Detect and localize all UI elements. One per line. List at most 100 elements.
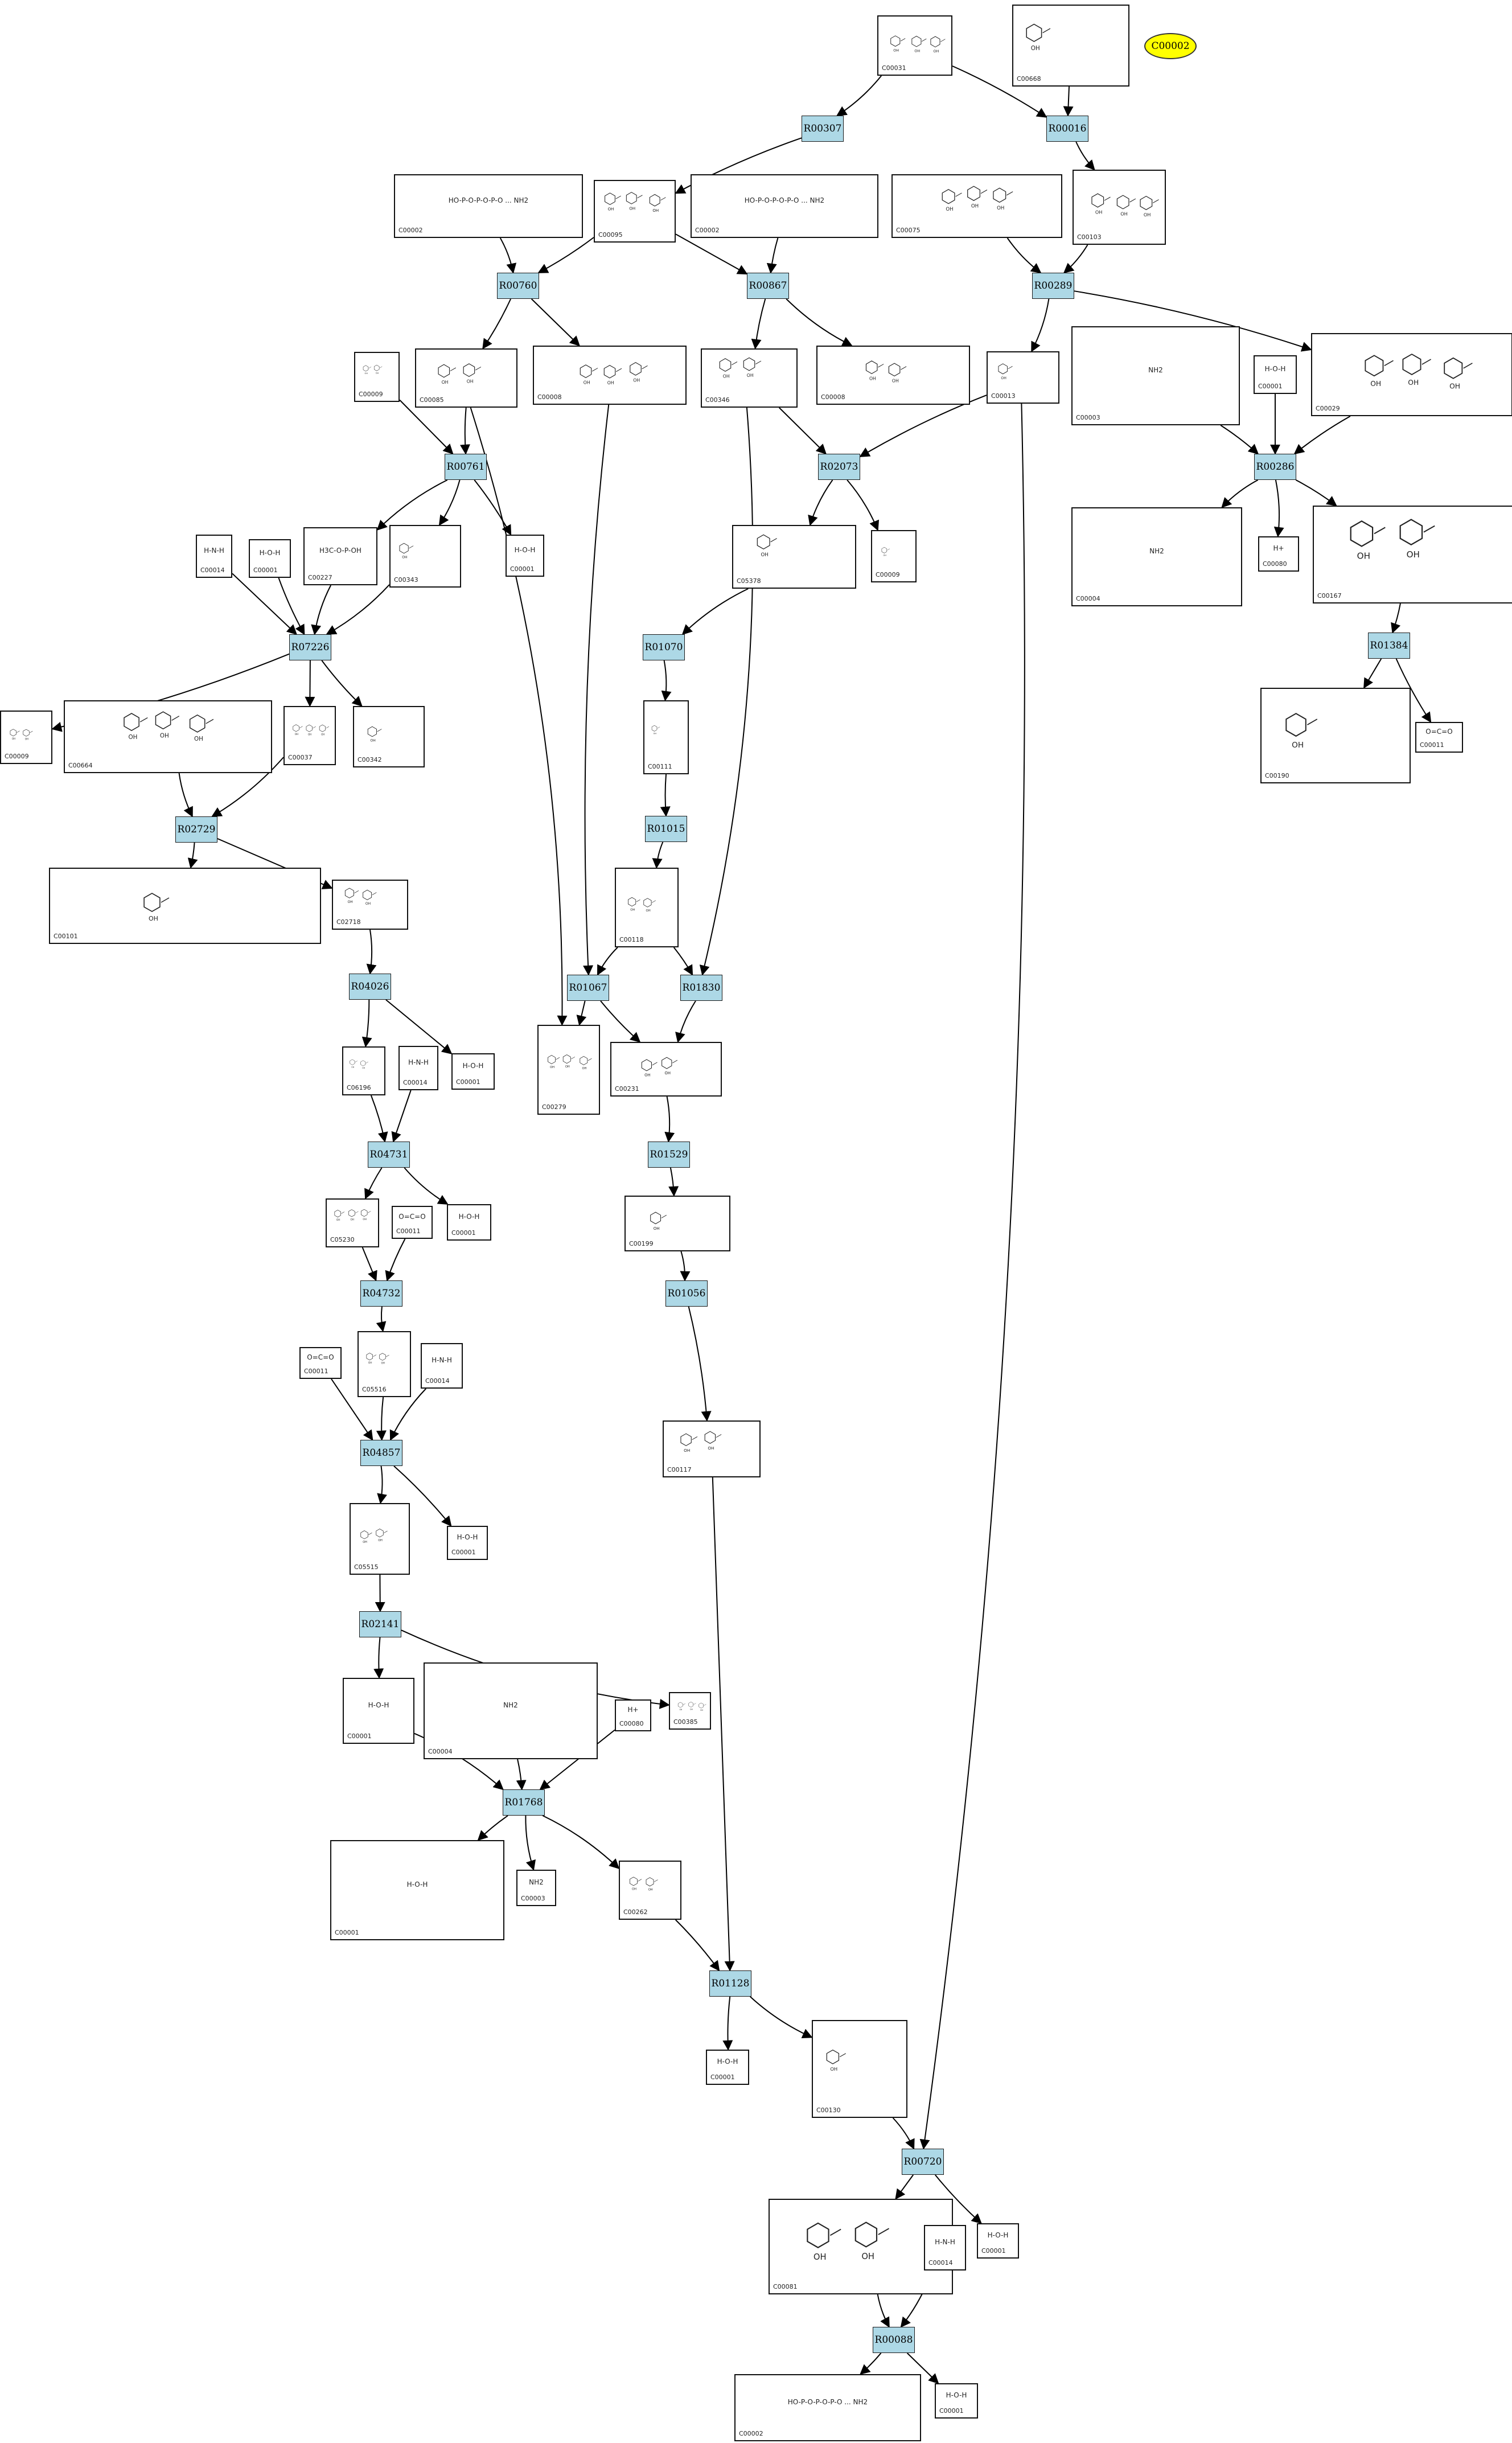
compound-node-c00080[interactable]: H+C00080 — [615, 1699, 651, 1731]
reaction-node-r00867[interactable]: R00867 — [747, 273, 789, 299]
svg-text:OH: OH — [371, 739, 376, 743]
edge-c10-r6 — [778, 407, 827, 455]
reaction-node-r04732[interactable]: R04732 — [360, 1280, 402, 1307]
reaction-node-r00720[interactable]: R00720 — [902, 2149, 944, 2175]
reaction-node-r01529[interactable]: R01529 — [648, 1142, 690, 1168]
reaction-node-r00761[interactable]: R00761 — [445, 454, 487, 480]
svg-text:OH: OH — [883, 555, 886, 557]
reaction-node-r01056[interactable]: R01056 — [665, 1280, 708, 1307]
reaction-node-r00286[interactable]: R00286 — [1254, 454, 1296, 480]
reaction-node-r00016[interactable]: R00016 — [1046, 116, 1088, 142]
reaction-node-r04731[interactable]: R04731 — [368, 1142, 410, 1168]
reaction-node-r01067[interactable]: R01067 — [567, 975, 609, 1001]
highlighted-compound-ellipse[interactable]: C00002 — [1144, 33, 1197, 59]
reaction-node-r04026[interactable]: R04026 — [349, 974, 391, 1000]
reaction-node-r00088[interactable]: R00088 — [873, 2327, 915, 2353]
reaction-node-r01070[interactable]: R01070 — [643, 634, 685, 660]
reaction-node-r07226[interactable]: R07226 — [289, 634, 331, 660]
reaction-node-r00307[interactable]: R00307 — [802, 116, 844, 142]
edge-r10-c31 — [1363, 658, 1382, 689]
reaction-node-r00289[interactable]: R00289 — [1032, 273, 1074, 299]
compound-node-c00080[interactable]: H+C00080 — [1258, 536, 1299, 572]
reaction-node-r02141[interactable]: R02141 — [359, 1611, 401, 1637]
reaction-node-r01830[interactable]: R01830 — [680, 975, 722, 1001]
compound-id-label: C00227 — [308, 574, 332, 581]
edge-c2-r2 — [499, 237, 517, 274]
reaction-node-r02073[interactable]: R02073 — [818, 454, 860, 480]
reaction-node-r02729[interactable]: R02729 — [175, 816, 217, 843]
reaction-node-r01384[interactable]: R01384 — [1368, 633, 1410, 659]
compound-node-c00001[interactable]: H-O-H C00001 — [447, 1204, 491, 1241]
reaction-node-r00760[interactable]: R00760 — [497, 273, 539, 299]
compound-id-label: C00001 — [451, 1229, 476, 1237]
reaction-node-r01128[interactable]: R01128 — [709, 1970, 751, 1997]
reaction-node-r01768[interactable]: R01768 — [503, 1789, 545, 1816]
reaction-node-r01015[interactable]: R01015 — [645, 816, 687, 842]
structure-diagram: H-O-H — [451, 1209, 487, 1226]
reaction-node-r04857[interactable]: R04857 — [360, 1440, 402, 1466]
